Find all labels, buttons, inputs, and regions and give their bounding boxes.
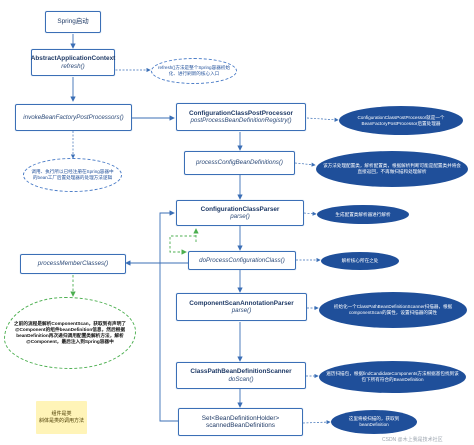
legend-note: 组件是类 斜体是类的调用方法: [36, 401, 87, 434]
callout-set-text: 这里将被扫描的，获取到beanDefinition: [348, 416, 400, 427]
node-classpath-bean-definition-scanner: ClassPathBeanDefinitionScanner doScan(): [176, 362, 306, 389]
callout-cc-parser-text: 生成配置类解析器进行解析: [335, 211, 391, 217]
node-invoke-method: invokeBeanFactoryPostProcessors(): [23, 113, 124, 121]
legend-line-2: 斜体是类的调用方法: [38, 417, 84, 424]
node-process-member-method: processMemberClasses(): [37, 260, 109, 268]
node-abstract-application-context: AbstractApplicationContext refresh(): [31, 49, 115, 76]
node-process-config-bean-definitions: processConfigBeanDefinitions(): [184, 151, 295, 175]
node-abstract-title: AbstractApplicationContext: [30, 55, 116, 63]
callout-do-process-text: 解析核心所在之处: [341, 258, 379, 264]
node-abstract-method: refresh(): [61, 62, 85, 70]
edge-set-loop-back: [159, 210, 178, 422]
callout-ccpp-text: ConfigurationClassPostProcessor就是一个BeanF…: [357, 114, 445, 126]
node-process-config-method: processConfigBeanDefinitions(): [195, 159, 283, 167]
node-set-title2: scannedBeanDefinitions: [206, 422, 275, 429]
callout-do-process: 解析核心所在之处: [321, 252, 399, 270]
callout-process-config-text: 该方法处理配置类，解析配置类，根据解析判断可能是配置类并将会直接返回，不再做扫描…: [323, 163, 461, 174]
callout-member-text: 之前的流程是解析ComponentScan，获取到有声明了@Component的…: [13, 321, 127, 344]
callout-cpbds: 遍历扫描包，根据findCandidateComponents方法根据基包找到该…: [319, 361, 466, 393]
node-cpbds-method: doScan(): [228, 375, 254, 383]
callout-refresh-text: refresh()方法是整个Spring容器初始化、进行刷新的核心入口: [158, 65, 230, 76]
node-parser-title: ConfigurationClassParser: [200, 205, 280, 213]
node-invoke-bfpp: invokeBeanFactoryPostProcessors(): [15, 104, 132, 131]
callout-csap-text: 初始化一个ClassPathBeanDefinitionScanner扫描器，根…: [333, 304, 453, 315]
callout-invoke: 调用、执行所以已经注册在Spring容器中的bean工厂后置处理器的处理方法逻辑: [23, 158, 122, 192]
callout-set: 这里将被扫描的，获取到beanDefinition: [331, 410, 417, 434]
callout-invoke-text: 调用、执行所以已经注册在Spring容器中的bean工厂后置处理器的处理方法逻辑: [31, 169, 114, 180]
node-spring-start: Spring启动: [45, 11, 101, 33]
node-cpbds-title: ClassPathBeanDefinitionScanner: [190, 368, 292, 376]
node-component-scan-annotation-parser: ComponentScanAnnotationParser parse(): [176, 293, 307, 321]
watermark-text: CSDN @木上我是技术社区: [382, 437, 443, 443]
recursion-connectors: [70, 228, 199, 297]
main-connectors: [70, 34, 243, 422]
node-spring-start-title: Spring启动: [57, 18, 89, 26]
node-configuration-class-parser: ConfigurationClassParser parse(): [176, 200, 304, 226]
node-ccpp-method: postProcessBeanDefinitionRegistry(): [190, 117, 292, 125]
callout-process-config: 该方法处理配置类，解析配置类，根据解析判断可能是配置类并将会直接返回，不再做扫描…: [316, 151, 468, 187]
callout-ccpp: ConfigurationClassPostProcessor就是一个BeanF…: [339, 106, 463, 135]
node-ccpp-title: ConfigurationClassPostProcessor: [188, 109, 294, 117]
node-process-member-classes: processMemberClasses(): [20, 254, 126, 274]
node-configuration-class-post-processor: ConfigurationClassPostProcessor postProc…: [176, 103, 306, 131]
callout-csap: 初始化一个ClassPathBeanDefinitionScanner扫描器，根…: [319, 292, 467, 328]
node-parser-method: parse(): [230, 213, 250, 221]
node-set-title: Set<BeanDefinitionHolder>: [201, 414, 280, 422]
node-do-process-method: doProcessConfigurationClass(): [199, 256, 285, 264]
legend-line-1: 组件是类: [51, 410, 72, 417]
edge-recursion-loop: [169, 235, 196, 255]
callout-cc-parser: 生成配置类解析器进行解析: [317, 205, 409, 224]
callout-cpbds-text: 遍历扫描包，根据findCandidateComponents方法根据基包找到该…: [326, 371, 459, 382]
callout-refresh: refresh()方法是整个Spring容器初始化、进行刷新的核心入口: [151, 58, 237, 84]
node-csap-method: parse(): [231, 307, 252, 315]
callout-member-recursion: 之前的流程是解析ComponentScan，获取到有声明了@Component的…: [4, 297, 136, 369]
node-csap-title: ComponentScanAnnotationParser: [189, 299, 294, 307]
node-set-bean-definition-holder: Set<BeanDefinitionHolder> scannedBeanDef…: [178, 408, 303, 436]
node-do-process-configuration-class: doProcessConfigurationClass(): [188, 251, 296, 270]
